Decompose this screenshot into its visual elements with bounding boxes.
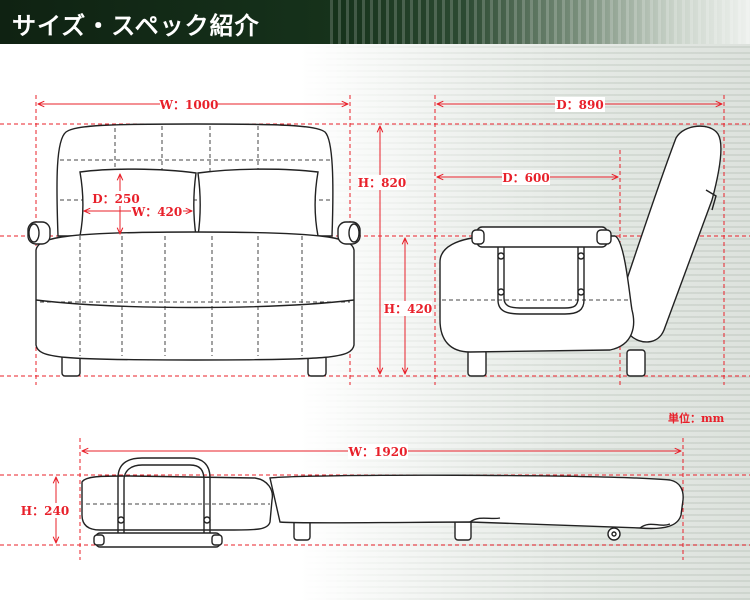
height-240-label: H：240 [21,504,69,518]
header-stripes [330,0,750,44]
sofa-side-view [439,125,722,377]
width-1920-label: W：1920 [348,445,408,459]
dimension-labels: W：1000 D：890 D：600 H：820 H：420 D：250 W：4… [20,97,605,518]
sofa-front-view [27,123,361,377]
depth-600-label: D：600 [502,171,549,185]
depth-250-label: D：250 [92,192,139,206]
depth-890-label: D：890 [556,98,603,112]
unit-label: 単位：mm [668,412,725,425]
page-title: サイズ・スペック紹介 [12,12,260,40]
sofa-flat-view [81,457,684,548]
height-820-label: H：820 [358,176,406,190]
header-bar: サイズ・スペック紹介 [0,0,750,44]
height-420-label: H：420 [384,302,432,316]
width-1000-label: W：1000 [159,98,219,112]
width-420-label: W：420 [131,205,183,219]
